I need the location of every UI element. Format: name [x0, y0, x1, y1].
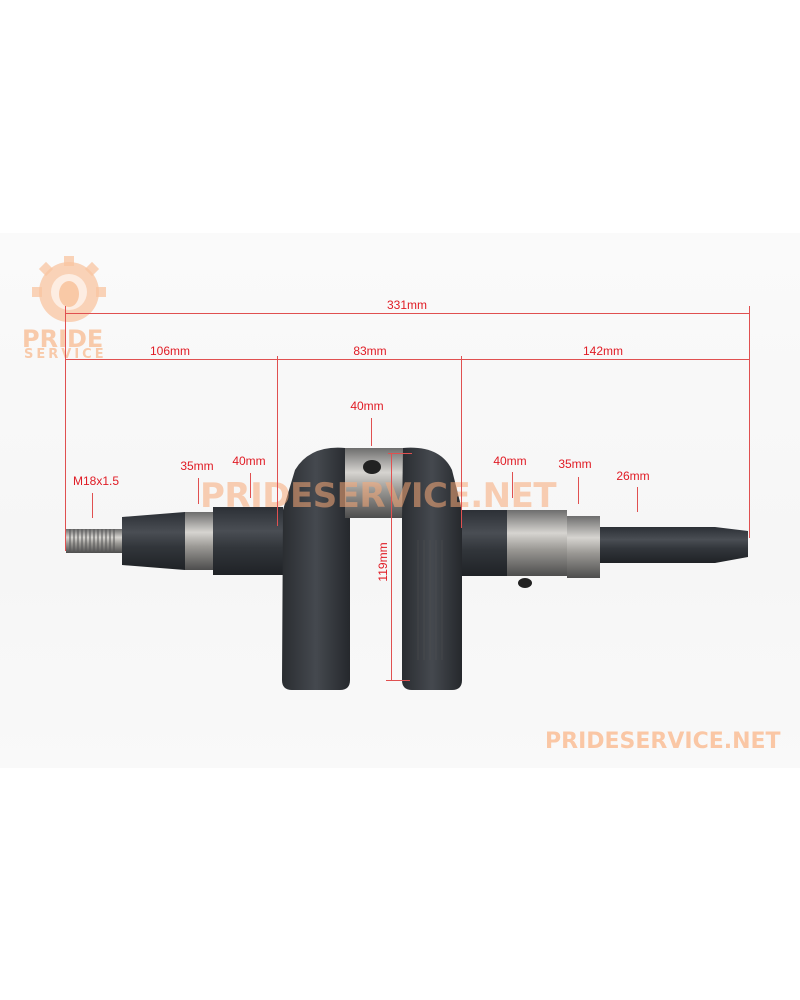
watermark-footer: PRIDESERVICE.NET: [545, 729, 781, 754]
dimension-line-segments: [65, 359, 749, 360]
label-thread: M18x1.5: [72, 474, 120, 488]
dimension-line-overall: [65, 313, 749, 314]
label-web-height: 119mm: [376, 542, 390, 582]
extension-line-left: [65, 306, 66, 551]
label-right-bearing: 35mm: [558, 457, 592, 471]
label-left-journal: 40mm: [232, 454, 266, 468]
leader-left-journal: [250, 473, 251, 498]
leader-right-bearing: [578, 477, 579, 504]
leader-right-journal: [512, 472, 513, 498]
label-segment-left: 106mm: [149, 344, 191, 358]
dimension-line-web-height: [391, 453, 392, 680]
label-output-shaft: 26mm: [616, 469, 650, 483]
label-overall-length: 331mm: [386, 298, 428, 312]
lion-gear-icon: [32, 256, 106, 322]
label-segment-right: 142mm: [582, 344, 624, 358]
logo-text-pride: PRIDE: [22, 325, 104, 353]
label-crankpin-diameter: 40mm: [350, 399, 384, 413]
extension-line-right: [749, 306, 750, 538]
leader-output-shaft: [637, 487, 638, 512]
extension-line-segment-2: [461, 356, 462, 528]
label-segment-middle: 83mm: [353, 344, 387, 358]
leader-thread: [92, 493, 93, 518]
logo-text-service: SERVICE: [24, 347, 107, 362]
web-height-tick-top: [388, 453, 412, 454]
label-left-bearing: 35mm: [180, 459, 214, 473]
leader-left-bearing: [198, 478, 199, 504]
watermark-center: PRIDESERVICE.NET: [200, 476, 557, 516]
leader-crankpin: [371, 418, 372, 446]
label-right-journal: 40mm: [493, 454, 527, 468]
web-height-tick-bottom: [386, 680, 410, 681]
extension-line-segment-1: [277, 356, 278, 526]
